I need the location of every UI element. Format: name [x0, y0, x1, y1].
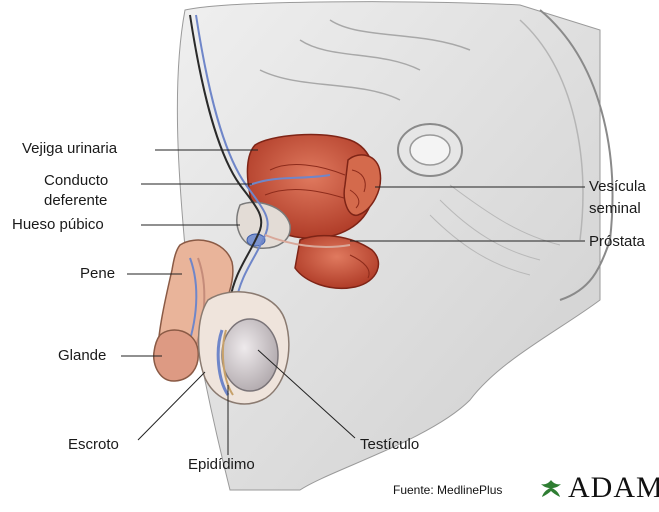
label-epididymis: Epidídimo	[188, 456, 255, 474]
label-vesicle-line1: Vesícula	[589, 178, 646, 196]
label-pubic-bone: Hueso púbico	[12, 216, 104, 234]
source-credit: Fuente: MedlinePlus	[393, 483, 502, 497]
leader-scrotum	[138, 372, 205, 440]
label-vesicle-line2: seminal	[589, 200, 641, 218]
adam-logo-icon	[538, 476, 564, 502]
label-vas-line2: deferente	[44, 192, 107, 210]
label-prostate: Próstata	[589, 233, 645, 251]
pelvis-tissue	[177, 2, 600, 490]
adam-logo-text: ADAM	[568, 472, 659, 504]
label-glans: Glande	[58, 347, 106, 365]
label-scrotum: Escroto	[68, 436, 119, 454]
label-penis: Pene	[80, 265, 115, 283]
label-testicle: Testículo	[360, 436, 419, 454]
label-bladder: Vejiga urinaria	[22, 140, 117, 158]
label-vas-line1: Conducto	[44, 172, 108, 190]
testis-shape	[222, 319, 278, 391]
